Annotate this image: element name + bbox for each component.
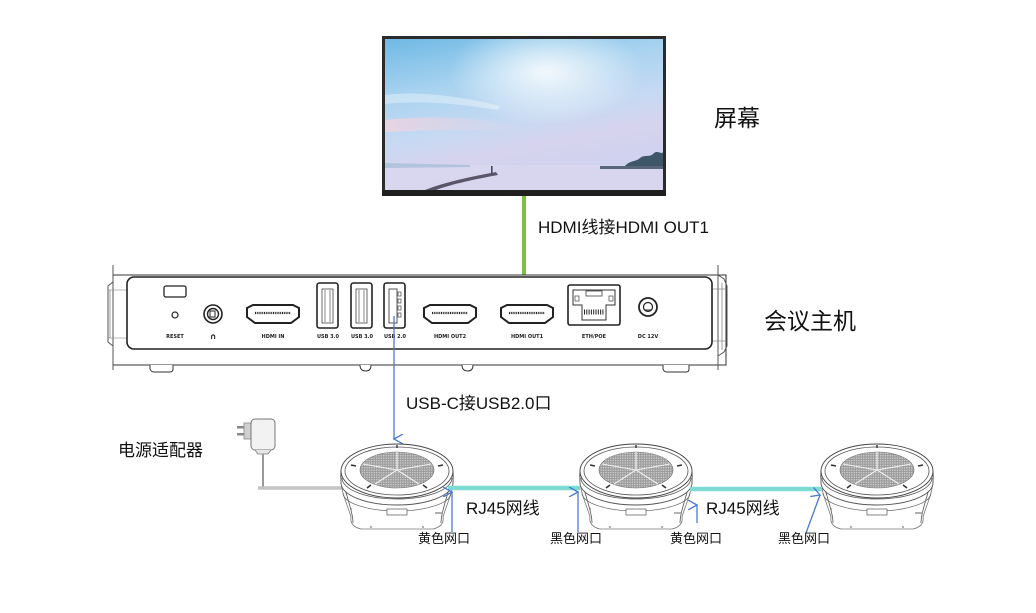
port-label-dc12v: DC 12V <box>638 334 659 340</box>
rj45-cable-2-label: RJ45网线 <box>706 499 780 518</box>
usb3-port-1: USB 3.0 <box>316 282 340 340</box>
screen-monitor <box>382 36 666 196</box>
port-label-hdmi-out2: HDMI OUT2 <box>434 334 467 340</box>
port-label-reset: RESET <box>166 334 184 340</box>
reset-port: RESET <box>163 285 187 340</box>
left-bracket <box>107 265 127 370</box>
power-adapter-icon <box>237 418 276 488</box>
conference-host: RESET ∩ HDMI IN USB 3.0 U <box>107 265 728 373</box>
eth-poe-port: ETH/POE <box>567 284 621 340</box>
yellow-port-label-2: 黄色网口 <box>670 531 722 546</box>
black-port-label-2: 黑色网口 <box>778 531 830 546</box>
rj45-cable-1-label: RJ45网线 <box>466 499 540 518</box>
port-label-hdmi-in: HDMI IN <box>262 334 285 340</box>
host-front-panel <box>126 276 713 350</box>
screen-label: 屏幕 <box>714 105 760 131</box>
hdmi-out1-port: HDMI OUT1 <box>500 304 554 340</box>
hdmi-out2-port: HDMI OUT2 <box>423 304 477 340</box>
headphone-icon: ∩ <box>210 332 217 341</box>
speakerphone-1 <box>339 443 455 530</box>
hdmi-cable-label: HDMI线接HDMI OUT1 <box>538 218 709 237</box>
usb3-port-2: USB 3.0 <box>350 282 374 340</box>
speakerphone-2 <box>578 443 694 530</box>
hdmi-in-port: HDMI IN <box>246 304 300 340</box>
speakerphone-3 <box>819 443 935 530</box>
dc12v-port: DC 12V <box>638 297 659 340</box>
port-label-eth-poe: ETH/POE <box>582 334 607 340</box>
port-label-usb3-2: USB 3.0 <box>351 334 374 340</box>
power-adapter-label: 电源适配器 <box>118 441 203 460</box>
arrow-black-port-2 <box>805 495 820 534</box>
yellow-port-label-1: 黄色网口 <box>418 531 470 546</box>
black-port-label-1: 黑色网口 <box>550 531 602 546</box>
port-label-hdmi-out1: HDMI OUT1 <box>511 334 544 340</box>
port-label-usb2: USB 2.0 <box>384 334 407 340</box>
audio-jack-port: ∩ <box>203 304 223 341</box>
usb-cable-label: USB-C接USB2.0口 <box>406 394 551 413</box>
right-bracket <box>712 265 728 370</box>
usb2-port: USB 2.0 <box>383 282 407 340</box>
port-label-usb3-1: USB 3.0 <box>317 334 340 340</box>
host-label: 会议主机 <box>764 308 856 334</box>
